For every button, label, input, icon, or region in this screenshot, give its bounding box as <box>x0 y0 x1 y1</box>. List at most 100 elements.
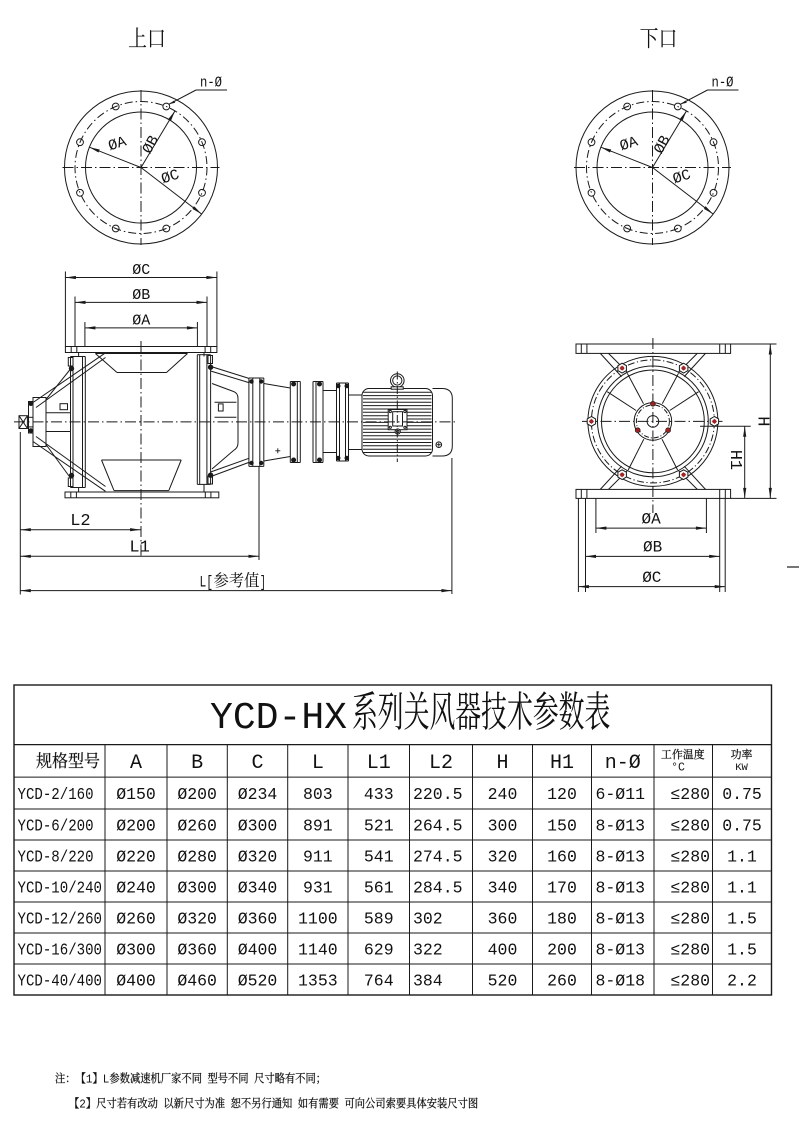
svg-text:YCD-10/240: YCD-10/240 <box>18 878 103 897</box>
svg-text:320: 320 <box>488 847 518 866</box>
svg-text:L: L <box>103 1073 110 1087</box>
svg-text:274.5: 274.5 <box>413 847 463 866</box>
svg-text:300: 300 <box>488 816 518 835</box>
svg-text:Ø150: Ø150 <box>116 785 156 804</box>
svg-text:n-Ø: n-Ø <box>605 752 641 775</box>
svg-text:8-Ø13: 8-Ø13 <box>596 816 646 835</box>
svg-text:ØB: ØB <box>643 539 662 557</box>
svg-text:260: 260 <box>547 971 577 990</box>
svg-text:L1: L1 <box>367 752 391 775</box>
svg-text:360: 360 <box>488 909 518 928</box>
svg-text:2: 2 <box>79 1098 86 1112</box>
svg-text:YCD-6/200: YCD-6/200 <box>18 816 94 835</box>
svg-text:L: L <box>312 752 324 775</box>
svg-text:A: A <box>130 752 142 775</box>
svg-text:Ø260: Ø260 <box>116 909 156 928</box>
svg-text:1: 1 <box>86 1073 93 1087</box>
svg-text:ØB: ØB <box>651 133 674 157</box>
svg-text:170: 170 <box>547 878 577 897</box>
svg-text:ØC: ØC <box>642 569 661 587</box>
svg-text:Ø220: Ø220 <box>116 847 156 866</box>
svg-text:1.1: 1.1 <box>727 847 757 866</box>
svg-text:ØA: ØA <box>106 134 128 156</box>
svg-text:ØA: ØA <box>132 312 150 329</box>
svg-text:≤280: ≤280 <box>670 878 710 897</box>
svg-text:561: 561 <box>364 878 394 897</box>
svg-text:ØA: ØA <box>641 510 661 528</box>
svg-text:H1: H1 <box>725 450 744 470</box>
svg-text:629: 629 <box>364 940 394 959</box>
svg-text:340: 340 <box>488 878 518 897</box>
svg-text:≤280: ≤280 <box>670 909 710 928</box>
svg-text:L2: L2 <box>429 752 453 775</box>
svg-text:1140: 1140 <box>298 940 338 959</box>
svg-text:YCD-8/220: YCD-8/220 <box>18 847 94 866</box>
svg-text:160: 160 <box>547 847 577 866</box>
svg-text:ØC: ØC <box>671 167 693 189</box>
svg-text:8-Ø13: 8-Ø13 <box>596 847 646 866</box>
svg-text:Ø320: Ø320 <box>238 847 278 866</box>
svg-text:384: 384 <box>413 971 443 990</box>
svg-text:520: 520 <box>488 971 518 990</box>
svg-text:Ø300: Ø300 <box>177 878 217 897</box>
svg-text:ØB: ØB <box>132 287 150 304</box>
svg-text:YCD-16/300: YCD-16/300 <box>18 940 103 959</box>
svg-text:YCD-2/160: YCD-2/160 <box>18 785 94 804</box>
svg-text:1.5: 1.5 <box>727 909 757 928</box>
svg-text:2.2: 2.2 <box>727 971 757 990</box>
svg-text:180: 180 <box>547 909 577 928</box>
svg-text:≤280: ≤280 <box>670 847 710 866</box>
svg-text:Ø360: Ø360 <box>238 909 278 928</box>
svg-text:1.1: 1.1 <box>727 878 757 897</box>
svg-text:8-Ø18: 8-Ø18 <box>596 971 646 990</box>
svg-text:433: 433 <box>364 785 394 804</box>
svg-text:Ø520: Ø520 <box>238 971 278 990</box>
svg-text:C: C <box>251 752 263 775</box>
svg-text:200: 200 <box>547 940 577 959</box>
svg-text:240: 240 <box>488 785 518 804</box>
svg-text:H: H <box>753 416 772 426</box>
svg-text:891: 891 <box>303 816 333 835</box>
svg-text:ØC: ØC <box>159 167 181 189</box>
svg-text:1353: 1353 <box>298 971 338 990</box>
svg-text:ØC: ØC <box>132 262 150 279</box>
svg-text:8-Ø13: 8-Ø13 <box>596 878 646 897</box>
svg-text:521: 521 <box>364 816 394 835</box>
svg-text:ØB: ØB <box>139 133 162 157</box>
svg-text:H: H <box>496 752 508 775</box>
svg-text:≤280: ≤280 <box>670 971 710 990</box>
svg-text:n-Ø: n-Ø <box>712 75 734 92</box>
svg-text:322: 322 <box>413 940 443 959</box>
svg-text:Ø240: Ø240 <box>116 878 156 897</box>
svg-text:Ø340: Ø340 <box>238 878 278 897</box>
svg-text:YCD-HX: YCD-HX <box>210 697 347 740</box>
svg-text:120: 120 <box>547 785 577 804</box>
svg-text:≤280: ≤280 <box>670 940 710 959</box>
svg-text:150: 150 <box>547 816 577 835</box>
svg-text:YCD-40/400: YCD-40/400 <box>18 971 103 990</box>
svg-text:Ø320: Ø320 <box>177 909 217 928</box>
svg-text:YCD-12/260: YCD-12/260 <box>18 909 103 928</box>
svg-text:B: B <box>191 752 203 775</box>
svg-text:6-Ø11: 6-Ø11 <box>596 785 646 804</box>
svg-text:Ø234: Ø234 <box>238 785 278 804</box>
svg-text:]: ] <box>260 573 266 591</box>
svg-text:≤280: ≤280 <box>670 785 710 804</box>
svg-text:n-Ø: n-Ø <box>200 75 222 92</box>
svg-text:L2: L2 <box>70 512 90 531</box>
svg-text:302: 302 <box>413 909 443 928</box>
svg-text:803: 803 <box>303 785 333 804</box>
svg-text:1.5: 1.5 <box>727 940 757 959</box>
svg-text:764: 764 <box>364 971 394 990</box>
svg-text:911: 911 <box>303 847 333 866</box>
svg-text:KW: KW <box>735 762 748 774</box>
svg-text:°C: °C <box>671 762 685 775</box>
svg-text:284.5: 284.5 <box>413 878 463 897</box>
svg-text:589: 589 <box>364 909 394 928</box>
svg-text:H1: H1 <box>550 752 574 775</box>
svg-text:8-Ø13: 8-Ø13 <box>596 940 646 959</box>
svg-text:ØA: ØA <box>618 134 640 156</box>
svg-text:Ø400: Ø400 <box>116 971 156 990</box>
svg-text:L[: L[ <box>200 573 214 591</box>
svg-text:Ø300: Ø300 <box>116 940 156 959</box>
